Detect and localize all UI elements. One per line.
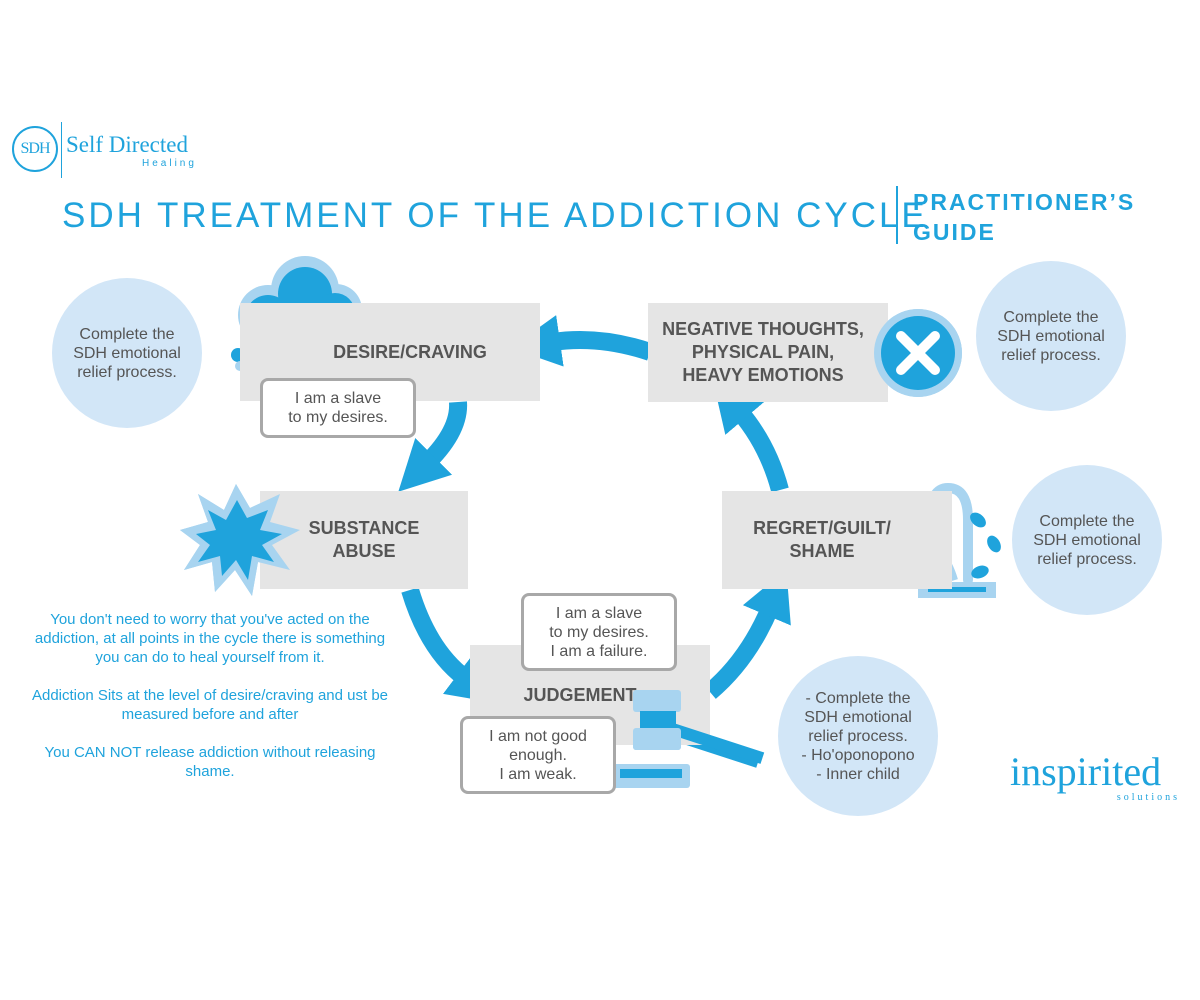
- stage-substance-label: SUBSTANCE ABUSE: [308, 518, 420, 561]
- practitioner-notes: You don't need to worry that you've acte…: [30, 610, 390, 800]
- advice-circle-judgement: - Complete the SDH emotional relief proc…: [778, 656, 938, 816]
- guide-title: PRACTITIONER’S GUIDE: [913, 189, 1136, 245]
- stage-desire-label: DESIRE/CRAVING: [333, 341, 487, 362]
- belief-desire: I am a slave to my desires.: [260, 378, 416, 438]
- sdh-logo-divider: [61, 122, 62, 178]
- arrow-regret-to-negative: [712, 379, 789, 493]
- stage-regret-guilt-shame: REGRET/GUILT/ SHAME: [722, 491, 952, 589]
- sdh-logo-initials: SDH: [12, 126, 58, 172]
- stage-substance-abuse: SUBSTANCE ABUSE: [260, 491, 468, 589]
- advice-circle-desire: Complete the SDH emotional relief proces…: [52, 278, 202, 428]
- inspirited-logo-name: inspirited: [1010, 749, 1162, 794]
- arrow-substance-to-judgement: [401, 587, 499, 704]
- arrow-desire-to-substance: [398, 401, 468, 492]
- belief-judgement-top: I am a slave to my desires. I am a failu…: [521, 593, 677, 671]
- belief-judgement-bottom: I am not good enough. I am weak.: [460, 716, 616, 794]
- stage-negative-thoughts: NEGATIVE THOUGHTS, PHYSICAL PAIN, HEAVY …: [648, 303, 888, 402]
- page-title: SDH TREATMENT OF THE ADDICTION CYCLE: [62, 196, 928, 235]
- advice-circle-regret: Complete the SDH emotional relief proces…: [1012, 465, 1162, 615]
- stage-judgement-label: JUDGEMENT: [523, 684, 637, 705]
- sdh-logo-name: Self Directed: [66, 132, 188, 157]
- stage-negative-label: NEGATIVE THOUGHTS, PHYSICAL PAIN, HEAVY …: [662, 319, 864, 385]
- sdh-logo-subtitle: Healing: [142, 158, 197, 169]
- arrow-negative-to-desire: [510, 315, 653, 367]
- title-divider: [896, 186, 898, 244]
- inspirited-logo-subtitle: solutions: [1116, 792, 1180, 803]
- inspirited-logo: inspirited solutions: [1010, 748, 1185, 808]
- arrow-judgement-to-regret: [704, 569, 791, 699]
- note-2: Addiction Sits at the level of desire/cr…: [31, 687, 389, 723]
- note-3: You CAN NOT release addiction without re…: [44, 744, 376, 780]
- advice-circle-negative: Complete the SDH emotional relief proces…: [976, 261, 1126, 411]
- note-1: You don't need to worry that you've acte…: [34, 611, 386, 666]
- stage-regret-label: REGRET/GUILT/ SHAME: [753, 518, 891, 561]
- sdh-logo: SDH Self Directed Healing: [10, 120, 210, 180]
